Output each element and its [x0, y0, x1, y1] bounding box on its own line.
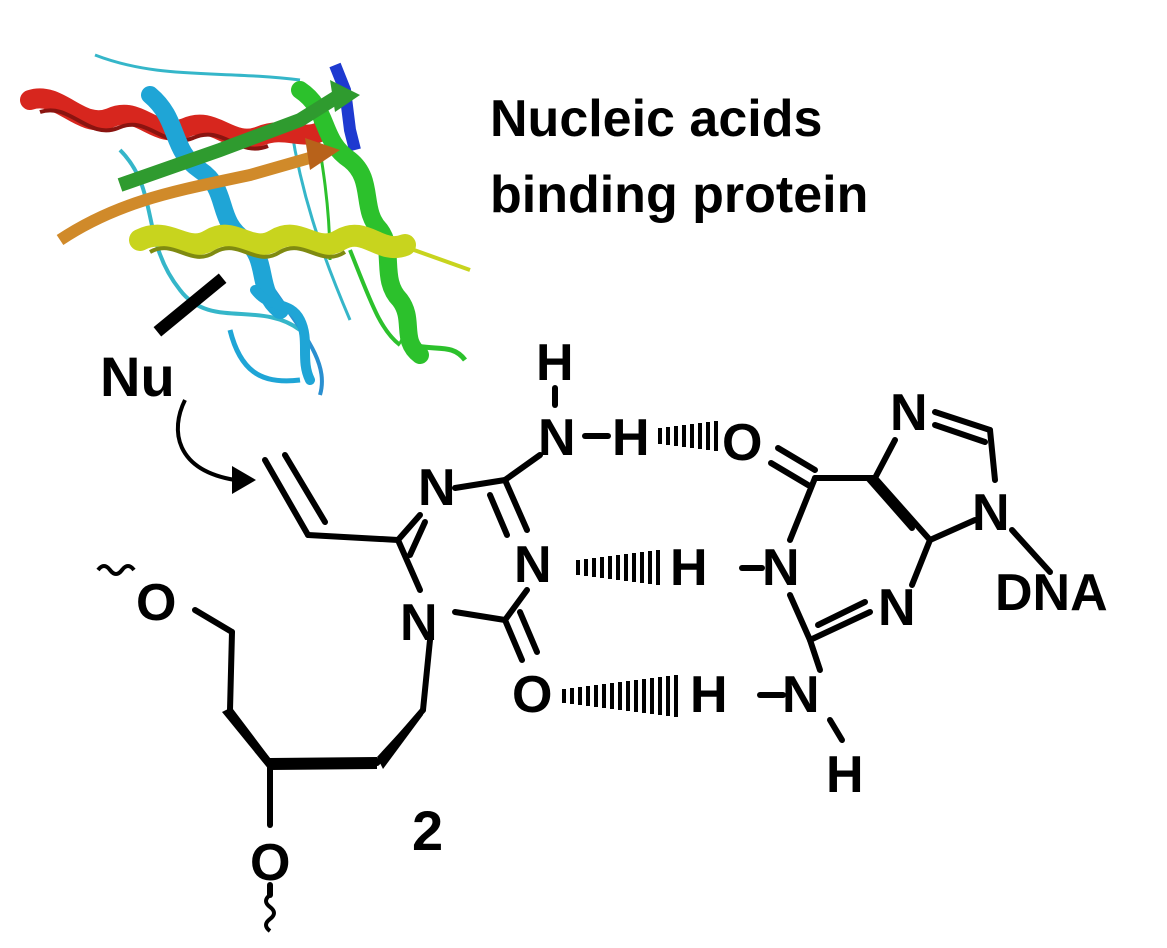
atom-H-amine-top: H [536, 334, 574, 392]
atom-H-N1: H [670, 539, 708, 597]
caption-line-2: binding protein [490, 166, 868, 224]
atom-O-carbonyl: O [512, 666, 552, 724]
atom-O-ether-top: O [136, 574, 176, 632]
wavy-bond-bottom-icon [264, 893, 276, 933]
atom-O-ether-bottom: O [250, 834, 290, 892]
atom-N3-guanine: N [878, 579, 916, 637]
atom-N-ring-top: N [418, 459, 456, 517]
atom-N1-guanine: N [762, 539, 800, 597]
protein-ribbon-illustration [20, 53, 471, 396]
h-bond-top [658, 421, 718, 451]
compound-number: 2 [412, 799, 443, 862]
atom-O-guanine: O [722, 414, 762, 472]
guanine-base [739, 409, 1053, 743]
caption-line-1: Nucleic acids [490, 90, 822, 148]
atom-N-amine: N [538, 409, 576, 467]
atom-N9-guanine: N [972, 484, 1010, 542]
wavy-bond-top-icon [96, 564, 136, 576]
protein-nu-bond [153, 273, 227, 337]
curved-arrow-icon [175, 399, 256, 494]
atom-N-amine-guanine: N [782, 666, 820, 724]
atom-H-amine-guanine-left: H [690, 666, 728, 724]
atom-N-ring-right: N [514, 536, 552, 594]
wedge-bond-left [222, 708, 270, 771]
nucleophile-label: Nu [100, 345, 175, 408]
vinyl-triazinone-base [262, 385, 611, 713]
wedge-bond-right [270, 757, 377, 770]
hydrogen-bonds [562, 421, 718, 717]
atom-H-amine: H [612, 409, 650, 467]
h-bond-bottom [562, 675, 678, 717]
atom-N-ring-bottom: N [400, 594, 438, 652]
atom-H-amine-guanine-bottom: H [826, 746, 864, 804]
dna-label: DNA [995, 564, 1108, 622]
atom-N7-guanine: N [890, 384, 928, 442]
wedge-bond-right-tip [377, 707, 423, 769]
h-bond-middle [576, 550, 660, 585]
